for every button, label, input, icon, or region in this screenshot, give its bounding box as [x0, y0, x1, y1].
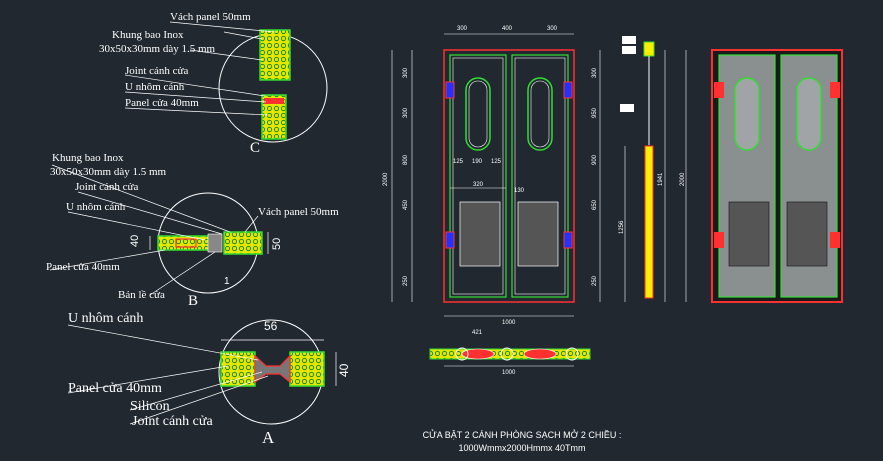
- label-u-nhom: U nhôm cánh: [125, 81, 185, 93]
- mid-dim-2: 190: [472, 159, 483, 165]
- section-upper: 1941: [658, 172, 664, 186]
- mid-dim-1: 125: [453, 159, 464, 165]
- panel-door-block: [157, 235, 211, 251]
- label-silicon: Silicon: [130, 399, 170, 414]
- vach-panel-block: [259, 29, 291, 81]
- label-joint: Joint cánh cửa: [75, 181, 139, 193]
- silicon-joint: [254, 354, 291, 384]
- panel-right-block: [289, 351, 325, 387]
- label-joint: Joint cánh cửa: [132, 414, 213, 429]
- left-dim-3: 800: [403, 154, 409, 165]
- window-left: [465, 77, 491, 151]
- label-u-nhom: U nhôm cánh: [68, 311, 143, 326]
- label-panel-cua: Panel cửa 40mm: [125, 97, 199, 109]
- left-dim-5: 250: [403, 275, 409, 286]
- dim-50: 50: [271, 238, 283, 250]
- dim-40: 40: [129, 235, 141, 247]
- mid-dim-3: 125: [491, 159, 502, 165]
- u-profile: [264, 98, 284, 104]
- label-panel-cua: Panel cửa 40mm: [46, 261, 120, 273]
- title-line-2: 1000Wmmx2000Hmmx 40Tmm: [458, 443, 585, 453]
- drawing-title: CỬA BẬT 2 CÁNH PHÒNG SẠCH MỞ 2 CHIỀU : 1…: [423, 429, 622, 453]
- hinge-top-left: [445, 81, 455, 99]
- dim-56: 56: [264, 319, 278, 333]
- door-section: 2000 1941 1256: [619, 36, 687, 302]
- kick-plate-left: [459, 201, 501, 267]
- label-khung-bao-1: Khung bao Inox: [52, 152, 124, 164]
- label-vach-panel: Vách panel 50mm: [170, 11, 251, 23]
- door-plan: 1000: [429, 347, 591, 376]
- label-khung-bao-2: 30x50x30mm dày 1.5 mm: [99, 43, 216, 55]
- top-dim-3: 300: [547, 26, 558, 32]
- top-dim-1: 300: [457, 26, 468, 32]
- right-dim-5: 250: [592, 275, 598, 286]
- dim-130: 130: [514, 188, 525, 194]
- panel-left-block: [220, 351, 256, 387]
- hinge-bottom-left: [445, 231, 455, 249]
- title-line-1: CỬA BẬT 2 CÁNH PHÒNG SẠCH MỞ 2 CHIỀU :: [423, 429, 622, 440]
- right-dim-3: 900: [592, 154, 598, 165]
- hinge-top-right: [563, 81, 573, 99]
- section-lower: 1256: [619, 220, 625, 234]
- plan-width: 1000: [502, 370, 516, 376]
- outer-frame: [443, 49, 575, 303]
- hinge: [207, 233, 223, 253]
- detail-c: Vách panel 50mm Khung bao Inox 30x50x30m…: [99, 11, 328, 156]
- label-vach-panel: Vách panel 50mm: [258, 206, 339, 218]
- door-leaf-right: [511, 54, 569, 298]
- vach-panel-block: [223, 231, 263, 255]
- mark-1: 1: [224, 276, 230, 287]
- detail-b: Khung bao Inox 30x50x30mm dày 1.5 mm Joi…: [46, 152, 339, 309]
- label-u-nhom: U nhôm cánh: [66, 201, 126, 213]
- label-panel-cua: Panel cửa 40mm: [68, 381, 162, 396]
- label-khung-bao-1: Khung bao Inox: [112, 29, 184, 41]
- dim-40: 40: [337, 363, 351, 377]
- detail-c-letter: C: [250, 140, 260, 156]
- top-dim-2: 400: [502, 26, 513, 32]
- left-dim-4: 450: [403, 199, 409, 210]
- bottom-small: 421: [472, 330, 483, 336]
- left-dim-2: 300: [403, 107, 409, 118]
- section-leaf: [644, 145, 654, 299]
- door-leaf-left: [449, 54, 507, 298]
- left-dim-1: 300: [403, 67, 409, 78]
- hinge-bottom-right: [563, 231, 573, 249]
- section-overall: 2000: [680, 172, 686, 186]
- label-khung-bao-2: 30x50x30mm dày 1.5 mm: [50, 166, 167, 178]
- right-dim-1: 300: [592, 67, 598, 78]
- window-right: [527, 77, 553, 151]
- label-joint: Joint cánh cửa: [125, 65, 189, 77]
- dim-320: 320: [473, 182, 484, 188]
- kick-plate-right: [517, 201, 559, 267]
- bottom-width: 1000: [502, 320, 516, 326]
- right-dim-2: 950: [592, 107, 598, 118]
- right-dim-4: 650: [592, 199, 598, 210]
- detail-a-letter: A: [262, 428, 275, 447]
- label-ban-le: Bản lề cửa: [118, 289, 165, 301]
- detail-a: U nhôm cánh Panel cửa 40mm Silicon Joint…: [67, 311, 351, 447]
- door-render: [711, 49, 843, 303]
- detail-b-letter: B: [188, 293, 198, 309]
- overall-height: 2000: [383, 172, 389, 186]
- door-elevation: 300 400 300 300 300 800 450 250 2000 300…: [383, 26, 601, 336]
